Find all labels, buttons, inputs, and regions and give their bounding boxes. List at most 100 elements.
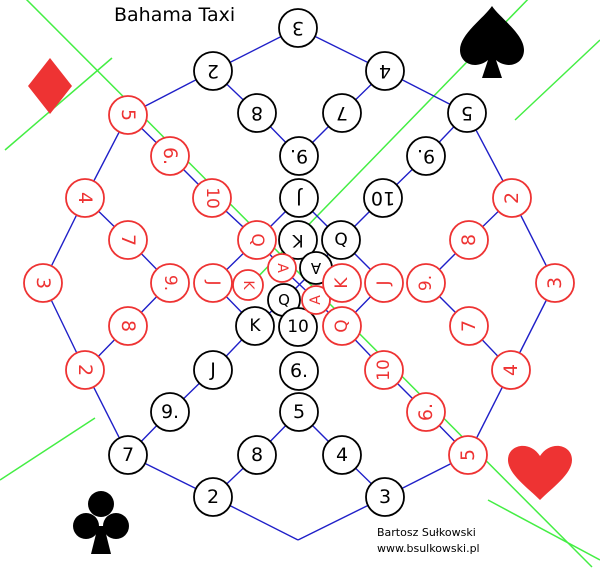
red-card-node[interactable]: 2	[492, 178, 532, 218]
black-card-node[interactable]: 5	[447, 93, 487, 133]
node-label: A	[308, 295, 324, 305]
node-label: 7	[117, 234, 139, 246]
black-card-node[interactable]: 8	[237, 93, 277, 133]
node-circle	[321, 220, 361, 260]
black-card-node[interactable]: 2	[193, 477, 233, 517]
node-circle	[406, 136, 446, 176]
black-card-node[interactable]: 2	[193, 51, 233, 91]
red-card-node[interactable]: Q	[237, 220, 277, 260]
black-card-node[interactable]: 3	[278, 8, 318, 48]
node-label: 4	[500, 364, 522, 376]
red-card-node[interactable]: Q	[322, 306, 362, 346]
node-label: 3	[292, 17, 304, 39]
node-circle	[322, 263, 362, 303]
node-label: 6.	[159, 147, 181, 165]
node-circle	[65, 350, 105, 390]
red-card-node[interactable]: 6.	[406, 392, 446, 432]
node-label: A	[310, 259, 321, 277]
node-label: 2	[74, 364, 96, 376]
node-label: 4	[74, 192, 96, 204]
red-card-node[interactable]: 8	[449, 220, 489, 260]
black-card-node[interactable]: 9.	[406, 136, 446, 176]
black-card-node[interactable]: 9.	[150, 392, 190, 432]
node-circle	[447, 93, 487, 133]
red-card-node[interactable]: J	[193, 263, 233, 303]
diagonal-line	[25, 0, 593, 568]
node-circle	[65, 178, 105, 218]
red-card-node[interactable]: K	[232, 269, 264, 301]
node-circle	[237, 435, 277, 475]
node-label: J	[209, 359, 216, 381]
black-card-node[interactable]: 9.	[279, 136, 319, 176]
node-circle	[278, 307, 318, 347]
black-card-node[interactable]: 7	[108, 435, 148, 475]
node-circle	[364, 350, 404, 390]
node-label: 5	[117, 109, 139, 121]
red-card-node[interactable]: 7	[449, 306, 489, 346]
node-label: 8	[251, 102, 263, 124]
node-circle	[449, 220, 489, 260]
red-card-node[interactable]: J	[364, 263, 404, 303]
black-card-node[interactable]: 5	[279, 392, 319, 432]
node-label: 5	[293, 401, 305, 423]
node-circle	[364, 263, 404, 303]
node-label: 7	[336, 102, 348, 124]
node-circle	[279, 392, 319, 432]
black-card-node[interactable]: Q	[321, 220, 361, 260]
node-label: 5	[457, 449, 479, 461]
author-credit: Bartosz Sułkowski	[377, 526, 476, 539]
red-card-node[interactable]: 5	[448, 435, 488, 475]
node-circle	[278, 8, 318, 48]
red-card-node[interactable]: A	[267, 253, 297, 283]
black-card-node[interactable]: K	[235, 306, 275, 346]
black-card-node[interactable]: 10	[278, 307, 318, 347]
red-card-node[interactable]: 9.	[150, 263, 190, 303]
black-card-node[interactable]: 7	[322, 93, 362, 133]
black-card-node[interactable]: 3	[365, 477, 405, 517]
node-circle	[193, 51, 233, 91]
red-card-node[interactable]: 3	[23, 263, 63, 303]
node-circle	[301, 285, 331, 315]
node-label: Q	[278, 291, 290, 309]
node-circle	[406, 263, 446, 303]
node-label: Q	[334, 230, 347, 250]
black-card-node[interactable]: 6.	[279, 351, 319, 391]
node-label: 6.	[415, 403, 437, 421]
black-card-node[interactable]: K	[278, 220, 318, 260]
node-circle	[193, 477, 233, 517]
diagonal-line	[4, 57, 113, 151]
red-card-node[interactable]: 7	[108, 220, 148, 260]
node-label: 2	[207, 60, 219, 82]
node-label: 9.	[290, 145, 308, 167]
black-card-node[interactable]: Q	[267, 283, 301, 317]
node-label: 4	[336, 444, 348, 466]
node-circle	[23, 263, 63, 303]
red-card-node[interactable]: 10	[192, 178, 232, 218]
node-label: 7	[122, 444, 134, 466]
red-card-node[interactable]: 2	[65, 350, 105, 390]
black-card-node[interactable]: 4	[322, 435, 362, 475]
node-label: 8	[117, 320, 139, 332]
diagonal-line	[487, 499, 600, 561]
node-circle	[491, 350, 531, 390]
red-card-node[interactable]: K	[322, 263, 362, 303]
red-card-node[interactable]: 4	[65, 178, 105, 218]
black-card-node[interactable]: J	[279, 178, 319, 218]
red-card-node[interactable]: 4	[491, 350, 531, 390]
black-card-node[interactable]: 10	[363, 178, 403, 218]
red-card-node[interactable]: 8	[108, 306, 148, 346]
red-card-node[interactable]: 5	[108, 95, 148, 135]
node-label: 2	[207, 486, 219, 508]
node-label: 9.	[416, 275, 436, 291]
red-card-node[interactable]: 3	[535, 263, 575, 303]
red-card-node[interactable]: 10	[364, 350, 404, 390]
black-card-node[interactable]: 8	[237, 435, 277, 475]
black-card-node[interactable]: 4	[365, 51, 405, 91]
black-card-node[interactable]: J	[193, 350, 233, 390]
red-card-node[interactable]: 9.	[406, 263, 446, 303]
node-label: K	[332, 277, 352, 289]
node-circle	[150, 392, 190, 432]
red-card-node[interactable]: 6.	[150, 136, 190, 176]
red-card-node[interactable]: A	[301, 285, 331, 315]
